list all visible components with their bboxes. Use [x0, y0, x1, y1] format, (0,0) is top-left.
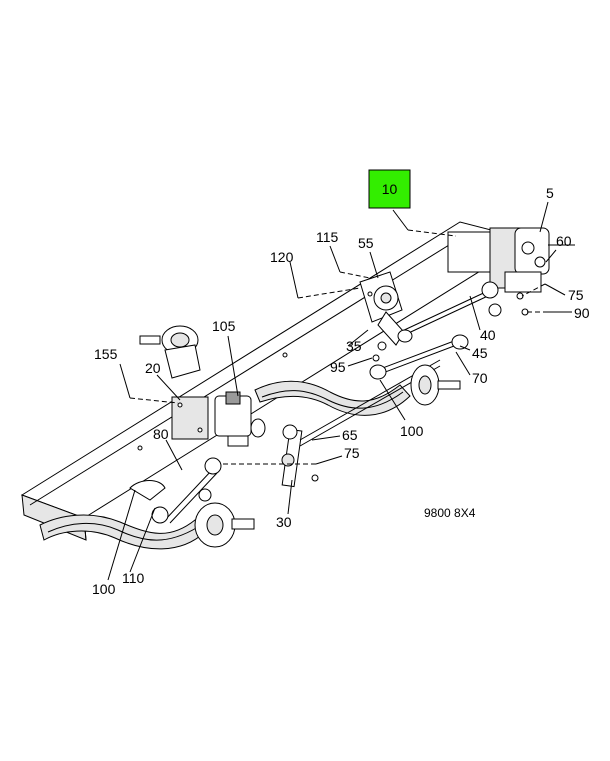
callout-110[interactable]: 110 — [122, 570, 145, 586]
callout-95[interactable]: 95 — [330, 359, 346, 375]
callout-75-upper[interactable]: 75 — [568, 287, 584, 303]
leader-lines — [107, 201, 572, 581]
callout-10: 10 — [382, 181, 398, 197]
figure-code: 9800 8X4 — [424, 506, 476, 520]
drag-link-upper — [397, 281, 502, 343]
callout-80[interactable]: 80 — [153, 426, 169, 442]
callout-155[interactable]: 155 — [94, 346, 118, 362]
callout-35[interactable]: 35 — [346, 338, 362, 354]
callout-40[interactable]: 40 — [480, 327, 496, 343]
callout-70[interactable]: 70 — [472, 370, 488, 386]
rear-axle-beam — [254, 380, 411, 416]
callout-55[interactable]: 55 — [358, 235, 374, 251]
callout-30[interactable]: 30 — [276, 514, 292, 530]
callout-115[interactable]: 115 — [316, 229, 339, 245]
callout-45[interactable]: 45 — [472, 345, 488, 361]
callout-105[interactable]: 105 — [212, 318, 236, 334]
highlight-callout-10[interactable]: 10 — [368, 169, 411, 209]
callout-65[interactable]: 65 — [342, 427, 358, 443]
frame-rail — [20, 221, 532, 541]
callout-100-upper[interactable]: 100 — [400, 423, 424, 439]
rear-knuckle — [410, 364, 461, 406]
callout-5[interactable]: 5 — [546, 185, 554, 201]
callout-60[interactable]: 60 — [556, 233, 572, 249]
upper-left-knuckle — [139, 325, 201, 379]
callout-90[interactable]: 90 — [574, 305, 590, 321]
callout-labels: 5 60 75 90 40 45 70 100 115 55 120 35 95… — [92, 185, 590, 597]
highlight-box — [368, 169, 411, 209]
callout-20[interactable]: 20 — [145, 360, 161, 376]
steering-gear — [171, 391, 266, 447]
callout-100-lower[interactable]: 100 — [92, 581, 116, 597]
front-tie-rod — [129, 457, 222, 524]
drag-link-rear — [369, 334, 469, 380]
mounting-bracket-55 — [359, 271, 405, 351]
callout-75-lower[interactable]: 75 — [344, 445, 360, 461]
rear-steering-gear — [447, 227, 575, 293]
front-right-knuckle — [194, 502, 255, 548]
callout-120[interactable]: 120 — [270, 249, 294, 265]
